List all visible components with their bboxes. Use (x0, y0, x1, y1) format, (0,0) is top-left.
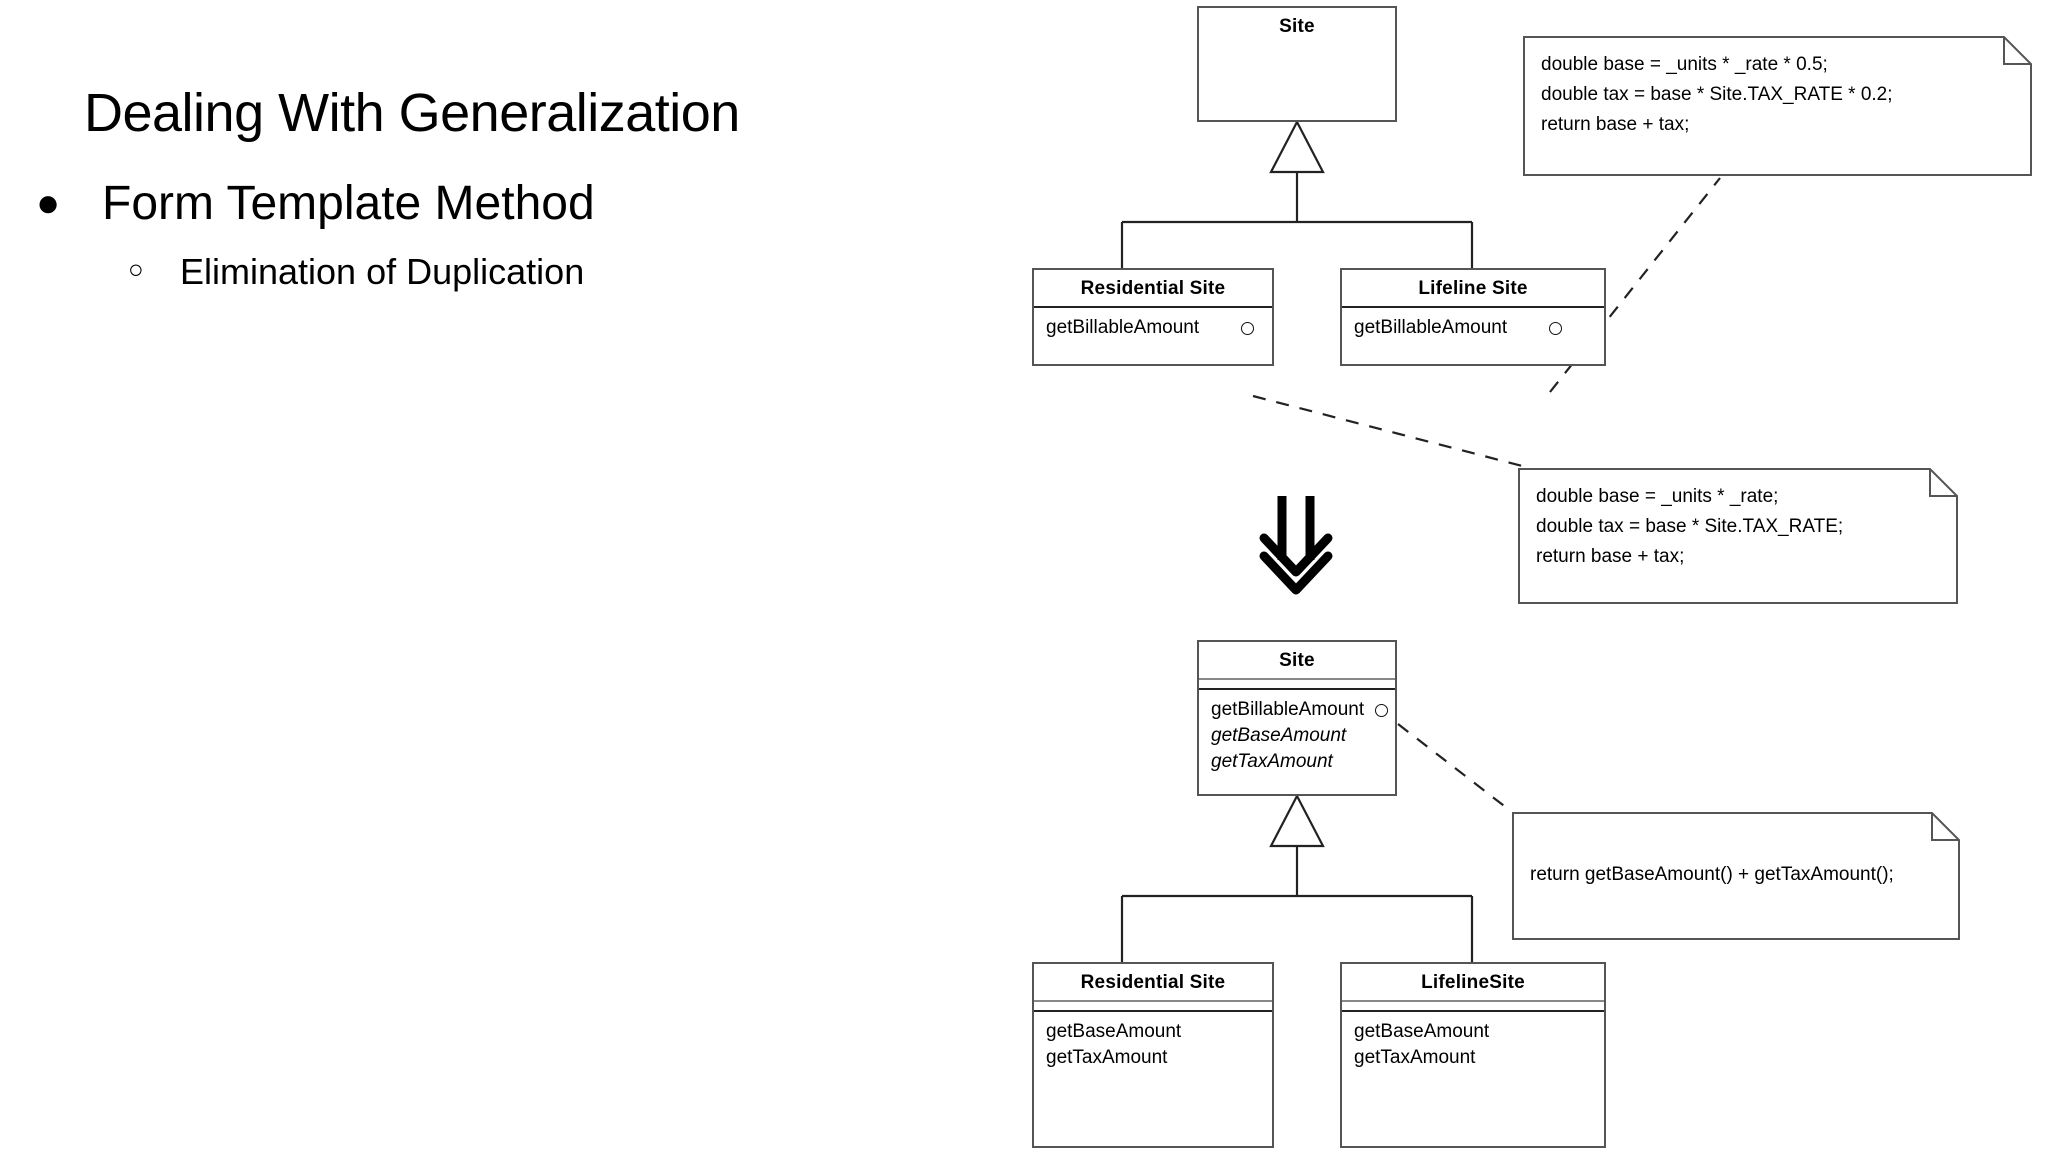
anchor-template-to-note (1397, 723, 1513, 813)
operations-residential-after: getBaseAmount getTaxAmount (1034, 1010, 1272, 1078)
note-line: return base + tax; (1541, 114, 1690, 136)
operation-label: getBillableAmount (1354, 317, 1508, 338)
class-name-residential-before: Residential Site (1080, 278, 1226, 299)
anchor-residential-to-note (1252, 394, 1531, 470)
class-box-site-after[interactable]: Site getBillableAmount getBaseAmount get… (1197, 640, 1397, 796)
operations-lifeline-before: getBillableAmount (1342, 306, 1604, 348)
class-name-residential-after: Residential Site (1080, 972, 1226, 993)
bullet-level2-label: Elimination of Duplication (180, 251, 585, 292)
note-anchor-icon[interactable] (1241, 322, 1254, 335)
note-box-lifeline[interactable]: double base = _units * _rate * 0.5; doub… (1523, 36, 2032, 176)
operation-label: getBaseAmount (1354, 1021, 1490, 1042)
note-line: double tax = base * Site.TAX_RATE * 0.2; (1541, 84, 1893, 106)
refactoring-arrow-icon (1240, 490, 1360, 615)
class-box-residential-before[interactable]: Residential Site getBillableAmount (1032, 268, 1274, 366)
note-line: double tax = base * Site.TAX_RATE; (1536, 516, 1844, 538)
operation-label: getTaxAmount (1354, 1047, 1476, 1068)
class-name-site-after: Site (1279, 650, 1315, 671)
operation-label: getTaxAmount (1046, 1047, 1168, 1068)
generalization-triangle-bottom (1269, 793, 1325, 848)
operation-row[interactable]: getBaseAmount (1046, 1019, 1272, 1045)
page-title: Dealing With Generalization (84, 83, 740, 143)
operations-site-after: getBillableAmount getBaseAmount getTaxAm… (1199, 688, 1395, 782)
bullet-level2: ○ Elimination of Duplication (128, 252, 584, 292)
note-line: double base = _units * _rate * 0.5; (1541, 54, 1828, 75)
class-box-residential-after[interactable]: Residential Site getBaseAmount getTaxAmo… (1032, 962, 1274, 1148)
class-name-site-before: Site (1279, 16, 1315, 37)
generalization-triangle-top (1269, 119, 1325, 174)
bullet-level1-label: Form Template Method (102, 177, 595, 230)
note-line: return base + tax; (1536, 546, 1685, 568)
note-line: double base = _units * _rate; (1536, 486, 1779, 507)
class-name-lifeline-after: LifelineSite (1421, 972, 1525, 993)
note-text-lifeline: double base = _units * _rate * 0.5; doub… (1541, 50, 1893, 140)
note-line: return getBaseAmount() + getTaxAmount(); (1530, 864, 1894, 885)
attributes-compartment-site-after (1199, 678, 1395, 688)
bullet-marker-filled: ● (36, 181, 61, 225)
operation-label: getBillableAmount (1046, 317, 1200, 338)
operation-label: getBillableAmount (1211, 699, 1365, 720)
operation-row[interactable]: getBillableAmount (1354, 315, 1604, 341)
note-text-residential: double base = _units * _rate; double tax… (1536, 482, 1843, 572)
class-box-site-before[interactable]: Site (1197, 6, 1397, 122)
operation-row-abstract[interactable]: getTaxAmount (1211, 749, 1395, 775)
bullet-level1: ● Form Template Method (36, 177, 595, 231)
operation-row[interactable]: getBaseAmount (1354, 1019, 1604, 1045)
note-anchor-icon[interactable] (1375, 704, 1388, 717)
note-text-template: return getBaseAmount() + getTaxAmount(); (1530, 860, 1894, 890)
note-shape-icon (1518, 468, 1958, 604)
operation-label: getBaseAmount (1046, 1021, 1182, 1042)
note-box-residential[interactable]: double base = _units * _rate; double tax… (1518, 468, 1958, 604)
note-shape-icon (1523, 36, 2032, 176)
note-shape-icon (1512, 812, 1960, 940)
operations-lifeline-after: getBaseAmount getTaxAmount (1342, 1010, 1604, 1078)
class-box-lifeline-after[interactable]: LifelineSite getBaseAmount getTaxAmount (1340, 962, 1606, 1148)
attributes-compartment-lifeline-after (1342, 1000, 1604, 1010)
bullet-marker-hollow: ○ (128, 254, 144, 284)
operation-label: getBaseAmount (1211, 725, 1347, 746)
operation-row[interactable]: getBillableAmount (1046, 315, 1272, 341)
operation-row-abstract[interactable]: getBaseAmount (1211, 723, 1395, 749)
operation-row[interactable]: getTaxAmount (1046, 1045, 1272, 1071)
attributes-compartment-residential-after (1034, 1000, 1272, 1010)
note-anchor-icon[interactable] (1549, 322, 1562, 335)
class-name-lifeline-before: Lifeline Site (1418, 278, 1528, 299)
operation-row[interactable]: getBillableAmount (1211, 697, 1395, 723)
operation-row[interactable]: getTaxAmount (1354, 1045, 1604, 1071)
note-box-template[interactable]: return getBaseAmount() + getTaxAmount(); (1512, 812, 1960, 940)
class-box-lifeline-before[interactable]: Lifeline Site getBillableAmount (1340, 268, 1606, 366)
operation-label: getTaxAmount (1211, 751, 1333, 772)
operations-residential-before: getBillableAmount (1034, 306, 1272, 348)
